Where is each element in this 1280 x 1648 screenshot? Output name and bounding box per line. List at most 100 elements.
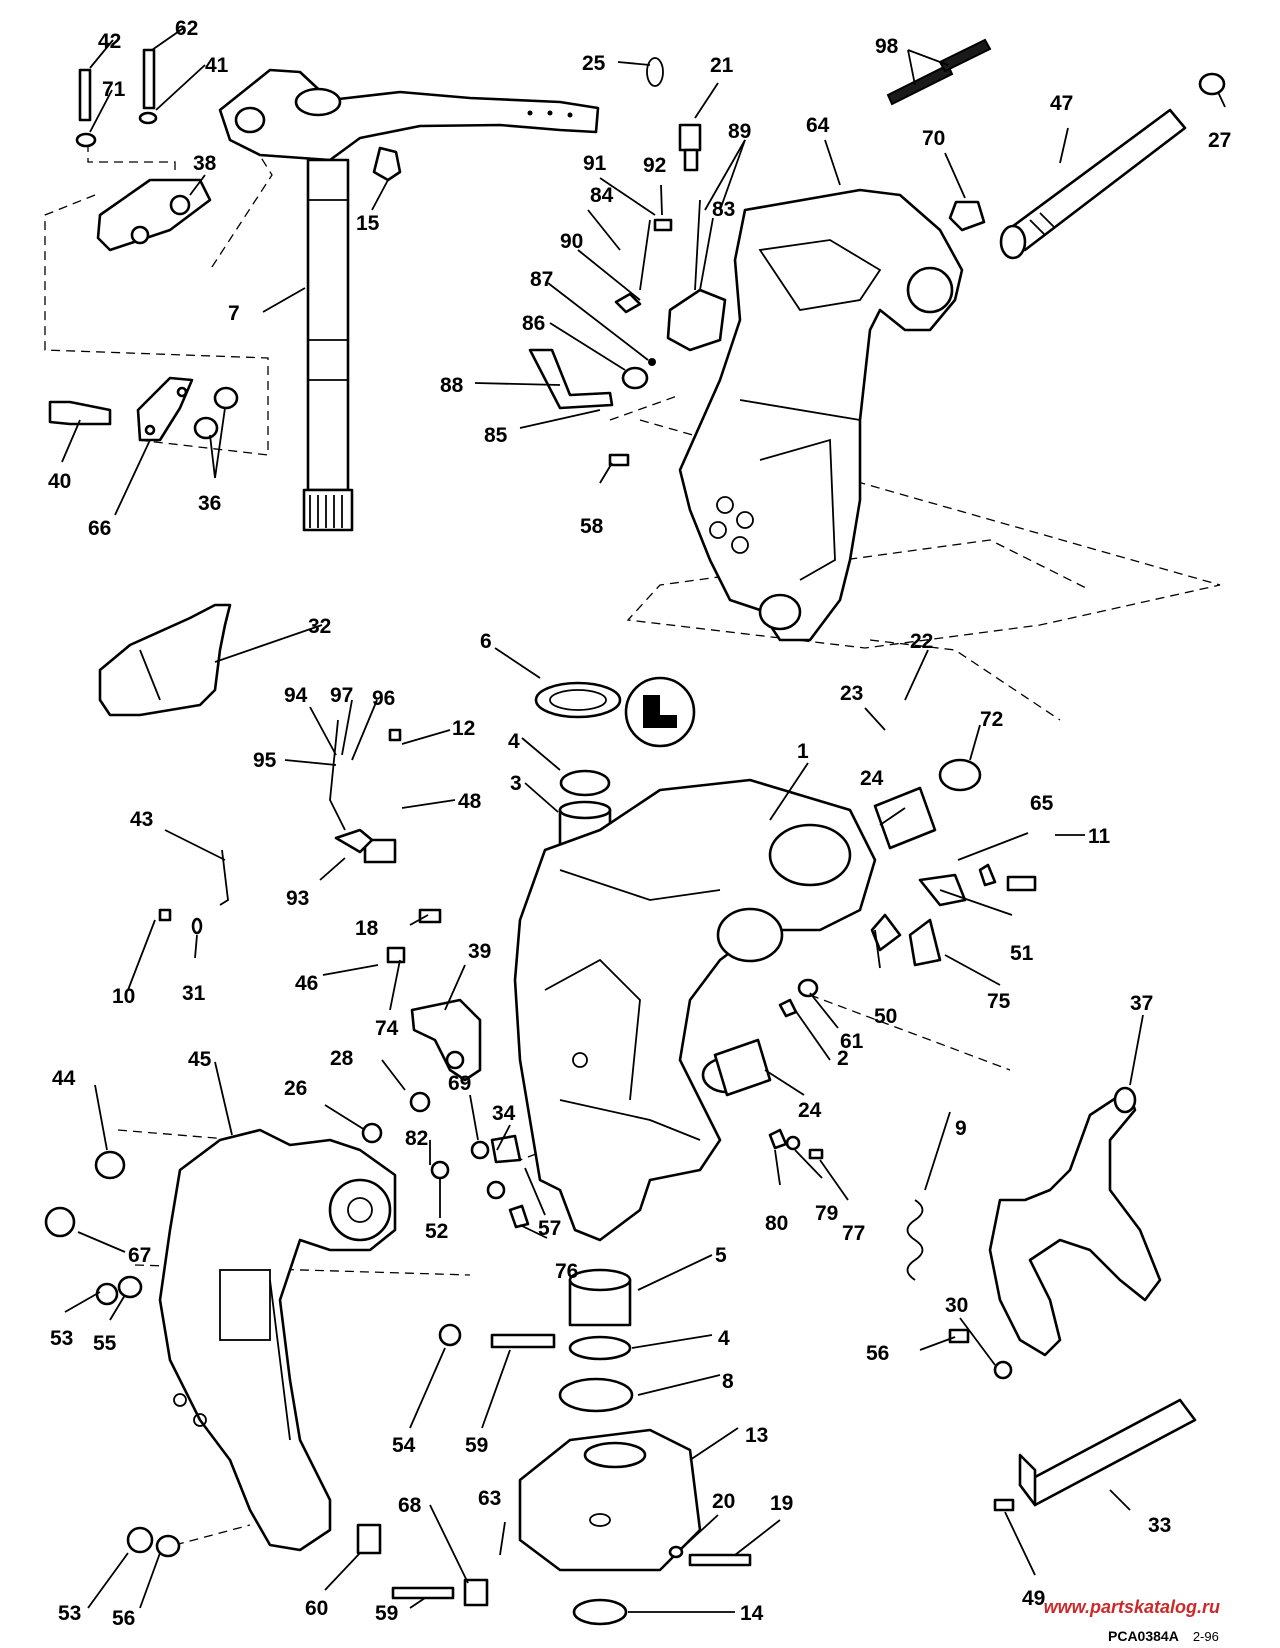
tilt-tube-and-small-parts-top-right [646,38,1226,260]
callout-4: 4 [508,730,520,753]
callout-68: 68 [398,1494,422,1517]
callout-66: 66 [88,517,111,540]
callout-3: 3 [510,772,522,795]
callout-90: 90 [560,230,583,253]
callout-50: 50 [874,1005,897,1028]
spring-9 [906,1199,924,1281]
callout-57: 57 [538,1217,561,1240]
callout-77: 77 [842,1222,865,1245]
callout-84: 84 [590,184,614,207]
watermark-text: www.partskatalog.ru [1043,1597,1220,1617]
callout-51: 51 [1010,942,1034,965]
callout-1: 1 [797,740,809,763]
callout-93: 93 [286,887,309,910]
callout-55: 55 [93,1332,117,1355]
callout-41: 41 [205,54,229,77]
callout-70: 70 [922,127,945,150]
callout-25: 25 [582,52,606,75]
callout-96: 96 [372,687,395,710]
callout-62: 62 [175,17,198,40]
callout-26: 26 [284,1077,307,1100]
callout-79: 79 [815,1202,838,1225]
callout-19: 19 [770,1492,793,1515]
callout-10: 10 [112,985,135,1008]
callout-45: 45 [188,1048,212,1071]
callout-31: 31 [182,982,206,1005]
callout-47: 47 [1050,92,1073,115]
anode-33 [1018,1398,1197,1507]
callout-63: 63 [478,1487,501,1510]
callout-38: 38 [193,152,217,175]
tilt-lever-left-parts [48,376,239,442]
callout-85: 85 [484,424,508,447]
callout-83: 83 [712,198,735,221]
seals-and-bushings-center [534,676,696,854]
callout-28: 28 [330,1047,354,1070]
callout-53b: 53 [58,1602,81,1625]
callout-37: 37 [1130,992,1153,1015]
callout-7: 7 [228,302,240,325]
callout-69: 69 [448,1072,471,1095]
callout-71: 71 [102,78,126,101]
callout-92: 92 [643,154,666,177]
callout-59: 59 [465,1434,488,1457]
swivel-bottom-parts [518,1268,702,1626]
callout-86: 86 [522,312,545,335]
callout-36: 36 [198,492,221,515]
callout-42: 42 [98,30,121,53]
callout-30: 30 [945,1294,968,1317]
callout-33: 33 [1148,1514,1171,1537]
callout-88: 88 [440,374,464,397]
callout-13: 13 [745,1424,768,1447]
callout-67: 67 [128,1244,151,1267]
callout-94: 94 [284,684,308,707]
callout-56b: 56 [112,1607,135,1630]
small-hardware-center-left [158,719,824,1229]
callout-76: 76 [555,1260,578,1283]
callout-72: 72 [980,708,1003,731]
callout-59b: 59 [375,1602,398,1625]
callout-56: 56 [866,1342,889,1365]
callout-5: 5 [715,1244,727,1267]
callout-58: 58 [580,515,604,538]
callout-97: 97 [330,684,353,707]
callout-14: 14 [740,1602,764,1625]
callout-54: 54 [392,1434,416,1457]
callout-89: 89 [728,120,751,143]
callout-40: 40 [48,470,71,493]
callout-21: 21 [710,54,734,77]
callout-61: 61 [840,1030,864,1053]
bolts-and-washers-top-left [75,48,402,252]
callout-20: 20 [712,1490,735,1513]
callout-4b: 4 [718,1327,730,1350]
figure-date: 2-96 [1192,1629,1219,1644]
callout-leaders [61,26,1226,1613]
callout-15: 15 [356,212,380,235]
figure-code-label: PCA0384A [1108,1628,1179,1644]
callout-74: 74 [375,1017,399,1040]
callout-6: 6 [480,630,492,653]
callout-12: 12 [452,717,475,740]
callout-11: 11 [1088,825,1111,848]
callout-22: 22 [910,630,933,653]
swivel-bracket-upper [678,188,964,642]
callout-98: 98 [875,35,899,58]
figure-code: PCA0384A 2-96 [1108,1628,1219,1644]
callout-46: 46 [295,972,318,995]
callout-52: 52 [425,1220,448,1243]
callout-23: 23 [840,682,863,705]
callout-27: 27 [1208,129,1231,152]
callout-43: 43 [130,808,153,831]
callout-48: 48 [458,790,482,813]
callout-24b: 24 [798,1099,822,1122]
callout-44: 44 [52,1067,76,1090]
callout-82: 82 [405,1127,428,1150]
callout-39: 39 [468,940,491,963]
callout-53: 53 [50,1327,73,1350]
callout-49: 49 [1022,1587,1045,1610]
tilt-bushings-right [701,758,1037,1097]
callout-8: 8 [722,1370,734,1393]
callout-95: 95 [253,749,277,772]
callout-24: 24 [860,767,884,790]
